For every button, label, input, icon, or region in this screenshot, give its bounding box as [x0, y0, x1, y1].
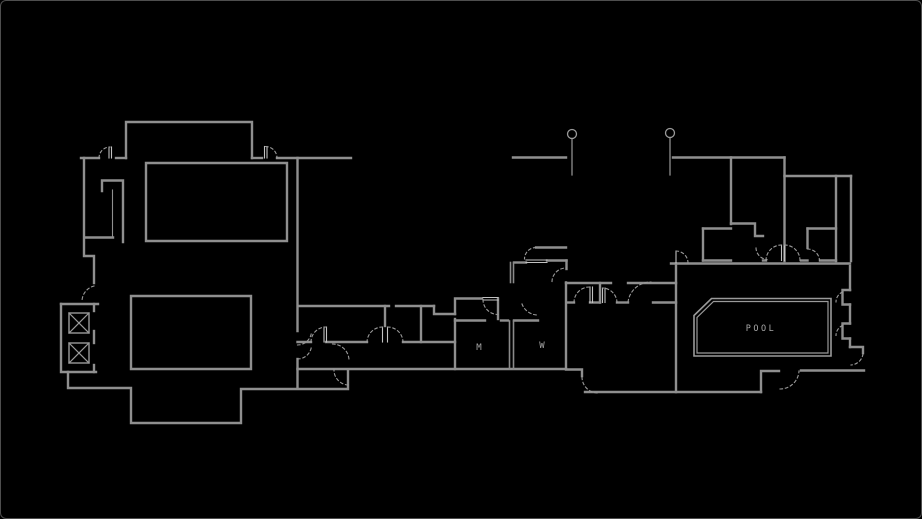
- elevator-x-mark: [68, 312, 90, 334]
- womens-restroom-label: W: [539, 341, 545, 351]
- wall: [66, 368, 350, 425]
- door-swing-arc: [850, 353, 864, 366]
- wall: [100, 179, 125, 244]
- wall: [729, 222, 765, 238]
- wall: [432, 304, 457, 316]
- door-swing-arc: [765, 244, 783, 262]
- door-swing-arc: [835, 291, 844, 303]
- door-swing-arc: [81, 285, 95, 303]
- door-swing-arc: [333, 368, 349, 386]
- door-swing-arc: [835, 324, 844, 337]
- door-swing-arc: [573, 286, 591, 304]
- wall: [82, 156, 96, 285]
- elevator-x-mark: [68, 342, 90, 364]
- wall: [564, 368, 584, 378]
- wall: [124, 120, 254, 160]
- site-pole-head-icon: [566, 128, 578, 140]
- door-swing-arc: [310, 326, 327, 343]
- wall: [129, 294, 253, 371]
- door-swing-arc: [779, 370, 800, 390]
- wall: [144, 161, 289, 243]
- door-swing-arc: [806, 248, 821, 262]
- wall: [841, 288, 852, 306]
- door-swing-arc: [331, 343, 350, 362]
- pool-outline-outer: [693, 297, 832, 357]
- wall: [759, 369, 781, 394]
- door-swing-arc: [675, 250, 689, 264]
- wall: [848, 345, 865, 355]
- door-swing-arc: [296, 344, 313, 360]
- elevator-shaft-box: [68, 312, 90, 334]
- door-swing-arc: [523, 246, 537, 260]
- site-pole-head-icon: [664, 127, 676, 139]
- door-swing-arc: [264, 145, 278, 159]
- door-swing-arc: [386, 326, 404, 343]
- pool-outline-inner: [696, 300, 829, 354]
- pool-label: POOL: [746, 324, 776, 334]
- elevator-shaft-box: [68, 342, 90, 364]
- door-swing-arc: [296, 330, 313, 346]
- door-swing-arc: [366, 326, 384, 343]
- mens-restroom-label: M: [476, 343, 482, 353]
- door-swing-arc: [551, 267, 568, 283]
- wall: [453, 297, 484, 316]
- door-swing-arc: [627, 281, 652, 303]
- door-swing-arc: [521, 303, 540, 316]
- door-swing-arc: [98, 146, 111, 159]
- door-swing-arc: [482, 298, 499, 316]
- door-swing-arc: [601, 287, 618, 304]
- wall: [841, 322, 852, 340]
- door-swing-arc: [783, 244, 801, 262]
- door-swing-arc: [581, 376, 599, 394]
- wall: [59, 302, 98, 374]
- door-swing-arc: [755, 247, 768, 261]
